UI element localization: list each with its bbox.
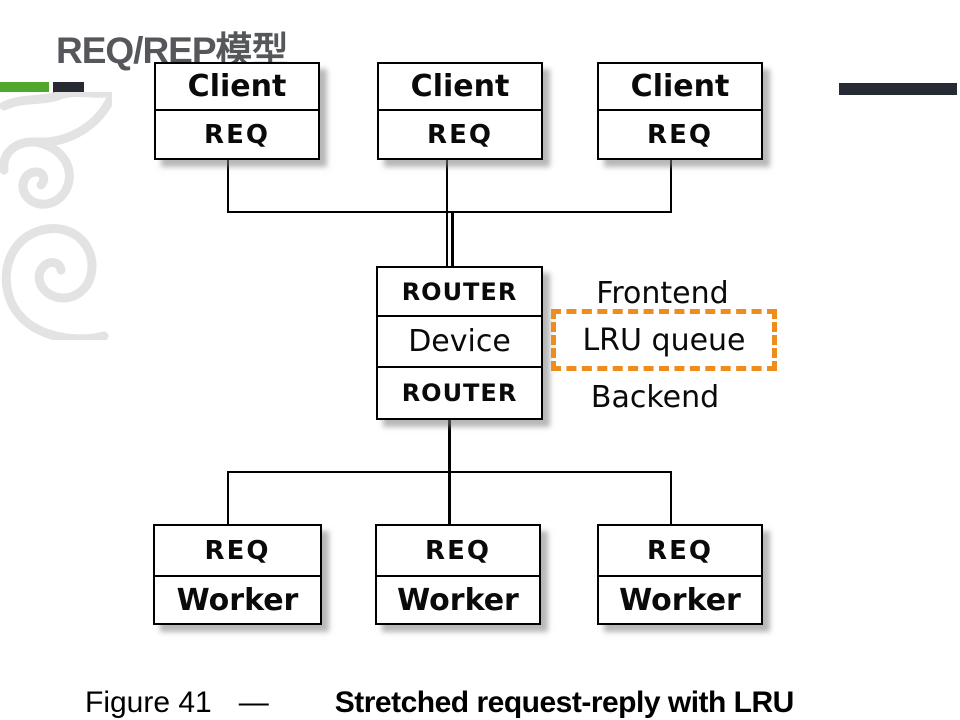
frontend-annotation: Frontend xyxy=(596,276,729,311)
lru-queue-annotation: LRU queue xyxy=(582,322,746,358)
connector-top-bus xyxy=(227,211,672,213)
worker-box-3: REQ Worker xyxy=(597,524,763,625)
client-socket-label: REQ xyxy=(379,109,541,158)
worker-role-label: Worker xyxy=(377,575,539,623)
connector-worker2-up xyxy=(448,471,451,524)
client-role-label: Client xyxy=(187,69,287,104)
broker-box: ROUTER Device ROUTER xyxy=(376,266,543,420)
client-role-label: Client xyxy=(410,69,510,104)
worker-box-2: REQ Worker xyxy=(375,524,541,625)
device-label: Device xyxy=(378,315,541,366)
router-backend-socket-label: ROUTER xyxy=(378,366,541,418)
connector-bus-to-router xyxy=(451,211,454,266)
figure-number: Figure 41 xyxy=(85,686,212,719)
worker-socket-label: REQ xyxy=(425,535,491,566)
client-box-2: Client REQ xyxy=(377,62,543,160)
worker-role-label: Worker xyxy=(599,575,761,623)
swirl-watermark-icon xyxy=(0,92,112,340)
connector-worker1-up xyxy=(227,471,229,524)
client-socket-label: REQ xyxy=(156,109,318,158)
worker-socket-label: REQ xyxy=(204,535,271,566)
client-role-label: Client xyxy=(630,69,730,104)
worker-socket-label: REQ xyxy=(647,535,713,566)
dark-accent-bar xyxy=(53,82,84,93)
connector-client3-down xyxy=(670,160,672,213)
client-socket-label: REQ xyxy=(599,109,761,158)
connector-worker3-up xyxy=(670,471,672,524)
worker-role-label: Worker xyxy=(155,575,320,623)
caption-dash: — xyxy=(238,686,269,719)
backend-annotation: Backend xyxy=(590,380,720,415)
lru-queue-dashed-outline: LRU queue xyxy=(551,309,777,371)
worker-box-1: REQ Worker xyxy=(153,524,322,625)
router-frontend-socket-label: ROUTER xyxy=(401,277,518,306)
green-accent-bar xyxy=(0,82,49,92)
header-rule-bar xyxy=(839,83,957,95)
figure-caption: Figure 41 — Stretched request-reply with… xyxy=(85,686,794,720)
connector-client1-down xyxy=(227,160,229,213)
client-box-1: Client REQ xyxy=(154,62,320,160)
caption-title: Stretched request-reply with LRU xyxy=(334,686,795,719)
connector-router-down xyxy=(448,420,451,473)
connector-client2-down xyxy=(446,160,448,266)
client-box-3: Client REQ xyxy=(597,62,763,160)
